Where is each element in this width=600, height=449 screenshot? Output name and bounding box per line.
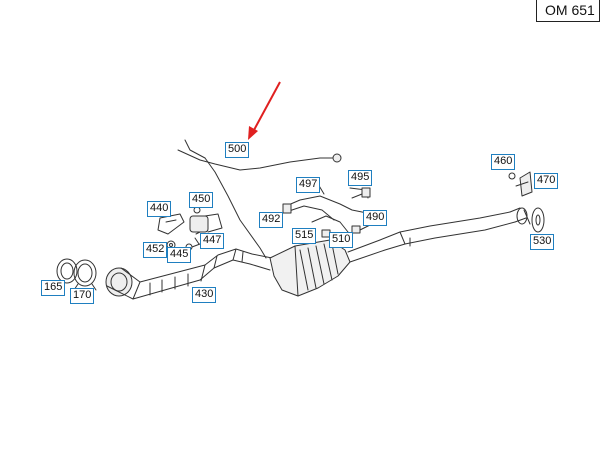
callout-510[interactable]: 510: [329, 232, 354, 248]
callout-450[interactable]: 450: [189, 192, 214, 208]
callout-445[interactable]: 445: [167, 247, 192, 263]
hanger-part: [508, 171, 533, 197]
callout-515[interactable]: 515: [292, 228, 317, 244]
callout-447[interactable]: 447: [200, 233, 225, 249]
engine-code-label: OM 651: [536, 0, 600, 22]
temperature-sensor-line-part: [177, 139, 342, 259]
bracket-part: [157, 213, 185, 235]
callout-492[interactable]: 492: [259, 212, 284, 228]
front-pipe-part: [105, 248, 273, 300]
callout-170[interactable]: 170: [70, 288, 95, 304]
callout-490[interactable]: 490: [363, 210, 388, 226]
callout-430[interactable]: 430: [192, 287, 217, 303]
callout-460[interactable]: 460: [491, 154, 516, 170]
mid-pipe-part: [347, 207, 527, 263]
callout-470[interactable]: 470: [534, 173, 559, 189]
callout-500[interactable]: 500: [225, 142, 250, 158]
rear-flange-part: [516, 207, 545, 233]
callout-440[interactable]: 440: [147, 201, 172, 217]
gasket-ring-part: [56, 258, 78, 284]
pointer-arrow: [248, 81, 281, 140]
callout-452[interactable]: 452: [143, 242, 168, 258]
mount-bracket-part: [189, 206, 223, 233]
callout-495[interactable]: 495: [348, 170, 373, 186]
callout-497[interactable]: 497: [296, 177, 321, 193]
catalytic-converter-part: [269, 239, 351, 297]
callout-530[interactable]: 530: [530, 234, 555, 250]
callout-165[interactable]: 165: [41, 280, 66, 296]
v-band-clamp-part: [73, 259, 97, 291]
